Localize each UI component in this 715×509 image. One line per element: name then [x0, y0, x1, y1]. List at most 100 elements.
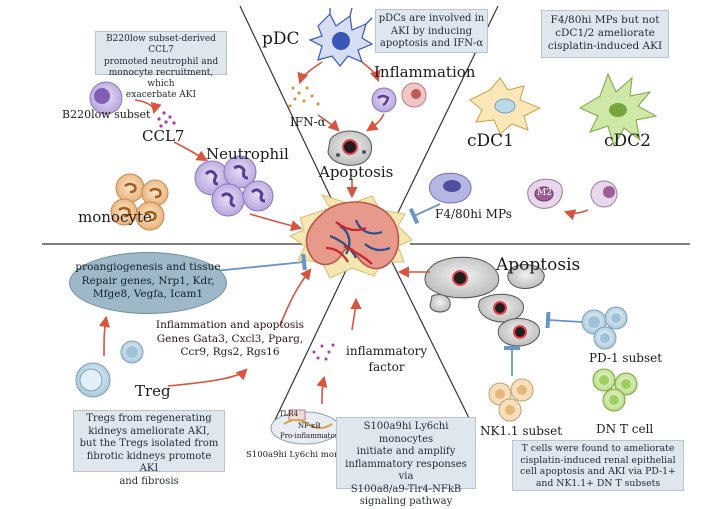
apoptotic-cell-top — [327, 130, 373, 166]
tcell-note-line: cisplatin-induced renal epithelial — [520, 454, 676, 466]
repair-genes-ellipse: proangiogenesis and tissue Repair genes,… — [69, 252, 227, 314]
pdc-note-line: AKI by inducing — [390, 25, 473, 37]
treg-cells — [75, 340, 144, 398]
pdc-label: pDC — [262, 29, 300, 49]
b220-note: B220low subset-derived CCL7 promoted neu… — [95, 31, 227, 100]
b220-label: B220low subset — [62, 108, 151, 121]
b220-note-line: exacerbate AKI — [125, 90, 197, 101]
treg-note: Tregs from regenerating kidneys ameliora… — [73, 410, 225, 487]
arrow-pdc-inflammation — [361, 61, 381, 83]
repair-genes-line: proangiogenesis and tissue — [75, 261, 221, 273]
pd1-label: PD-1 subset — [589, 351, 663, 365]
s100a9-note-line: S100a8/a9-Tlr4-NFkB — [350, 483, 462, 495]
inflammatory-factor-label: inflammatory factor — [346, 343, 427, 375]
apoptosis-label-right: Apoptosis — [496, 255, 581, 275]
f480-note-line: cDC1/2 ameliorate — [555, 27, 655, 40]
arrow-pdc-ifn — [297, 61, 323, 85]
ccl7-dots — [157, 111, 176, 128]
s100a9-note-line: S100a9hi Ly6chi monocytes — [363, 421, 449, 445]
inflammation-genes-hexagon: Inflammation and apoptosis Genes Gata3, … — [151, 315, 309, 367]
treg-note-line: but the Tregs isolated from — [79, 438, 219, 449]
inflammatory-factor-line: factor — [368, 360, 405, 375]
inflammation-genes-line: Genes Gata3, Cxcl3, Pparg, — [156, 332, 304, 345]
f480-note-line: F4/80hi MPs but not — [550, 14, 660, 26]
proinflammatory-label: Pro-inflammatory — [280, 432, 343, 440]
s100a9-note-line: initiate and amplify — [356, 446, 456, 457]
apoptosis-label-top: Apoptosis — [319, 163, 394, 181]
repair-genes-line: Repair genes, Nrp1, Kdr, — [81, 274, 215, 287]
treg-note-line: fibrotic kidneys promote AKI — [86, 450, 212, 475]
cdc1-label: cDC1 — [467, 131, 514, 151]
s100a9-note-line: inflammatory responses via — [345, 458, 467, 483]
neutrophils — [194, 155, 274, 217]
dnt-label: DN T cell — [596, 422, 654, 436]
repair-genes-line: Mfge8, Vegfa, Icam1 — [92, 288, 204, 301]
arrow-monocyte-factor — [316, 375, 328, 405]
pdc-note: pDCs are involved in AKI by inducing apo… — [375, 9, 488, 53]
apoptotic-cell-right — [497, 318, 540, 347]
treg-label: Treg — [135, 382, 171, 400]
treg-note-line: kidneys ameliorate AKI, — [88, 425, 210, 437]
nk-label: NK1.1 subset — [480, 424, 563, 438]
pd1-cells — [581, 306, 628, 350]
arrow-treg-repair — [99, 315, 111, 357]
apoptotic-cluster — [424, 256, 545, 323]
pdc-note-line: pDCs are involved in — [378, 13, 485, 24]
arrow-treg-inflammation — [167, 368, 248, 387]
inflammatory-factor-line: inflammatory — [346, 344, 428, 358]
cdc1-cell — [469, 77, 542, 135]
dnt-cells — [592, 368, 638, 412]
inflammatory-factor-dots — [312, 343, 335, 361]
inflammation-genes-line: Inflammation and apoptosis — [155, 319, 305, 331]
s100a9-monocyte-label: S100a9hi Ly6chi monocytes — [246, 450, 367, 460]
f480-label: F4/80hi MPs — [435, 207, 512, 221]
pdc-cell — [308, 7, 374, 67]
m2-label: M2 — [537, 188, 552, 198]
arrow-cell-m2 — [563, 209, 589, 221]
arrow-inflammation-kidney — [279, 268, 312, 327]
nfkb-label: NF-κB — [298, 422, 321, 430]
nk-cells — [488, 378, 534, 422]
cdc2-cell — [578, 72, 658, 148]
tlr4-label: TLR4 — [279, 410, 299, 418]
pdc-note-line: apoptosis and IFN-α — [379, 38, 484, 49]
b220-note-line: B220low subset-derived CCL7 — [106, 34, 216, 56]
inflammation-label: Inflammation — [374, 63, 476, 81]
arrow-neutrophil-kidney — [249, 213, 303, 232]
cdc2-label: cDC2 — [604, 131, 651, 151]
b220-cell — [89, 81, 123, 115]
tcell-note-line: T cells were found to ameliorate — [521, 443, 675, 454]
treg-note-line: Tregs from regenerating — [86, 413, 212, 424]
s100a9-note: S100a9hi Ly6chi monocytes initiate and a… — [336, 417, 476, 507]
b220-note-line: monocyte recruitment, which — [108, 67, 214, 89]
tcell-note: T cells were found to ameliorate cisplat… — [512, 440, 684, 491]
tcell-note-line: cell apoptosis and AKI via PD-1+ — [520, 466, 676, 478]
inflammation-genes-line: Ccr9, Rgs2, Rgs16 — [180, 346, 280, 359]
f480-cell — [428, 172, 472, 204]
kidney — [288, 194, 413, 279]
arrow-ifn-apoptosis — [317, 114, 340, 132]
inhibit-f480-kidney — [408, 203, 441, 225]
neutrophil-label: Neutrophil — [206, 145, 289, 163]
treg-note-line: and fibrosis — [119, 475, 179, 487]
tcell-note-line: and NK1.1+ DN T subsets — [535, 477, 661, 489]
s100a9-note-line: signaling pathway — [359, 496, 453, 507]
ifn-label: IFN-α — [290, 115, 326, 129]
ifn-dots — [288, 86, 320, 108]
ccl7-label: CCL7 — [142, 127, 185, 145]
inflammation-cells — [371, 82, 427, 113]
monocyte-label: monocyte — [78, 208, 152, 226]
monocytes — [110, 173, 169, 231]
arrow-factor-kidney — [350, 297, 362, 331]
inhibit-pd1-apoptosis — [545, 311, 583, 329]
f480-note: F4/80hi MPs but not cDC1/2 ameliorate ci… — [541, 10, 669, 58]
arrow-b220-ccl7 — [134, 99, 162, 115]
arrow-inflammation-apoptosis — [366, 113, 385, 132]
arrow-ccl7-neutrophil — [173, 141, 208, 162]
b220-note-line: promoted neutrophil and — [103, 56, 219, 67]
f480-note-line: cisplatin-induced AKI — [547, 40, 663, 53]
m2-cells — [527, 178, 618, 209]
s100a9-monocyte — [270, 409, 340, 445]
